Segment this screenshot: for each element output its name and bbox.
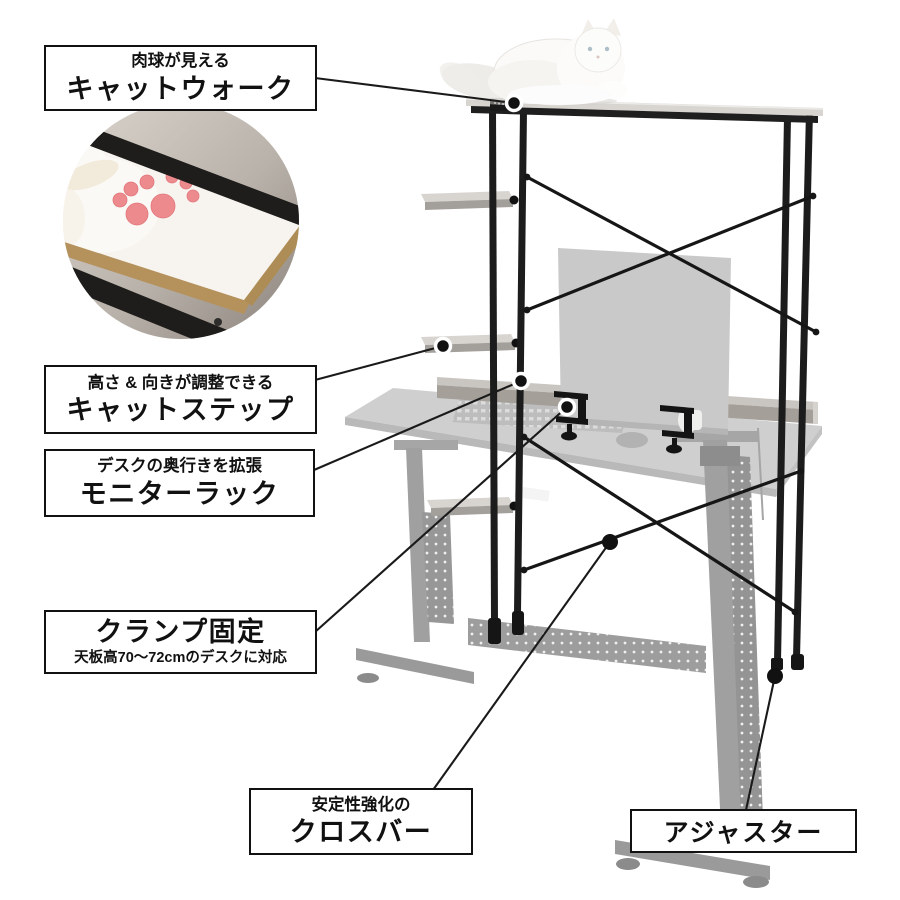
desk-clamp-left bbox=[554, 391, 588, 441]
feature-sublabel: 高さ & 向きが調整できる bbox=[87, 373, 274, 392]
callout-dot-clamp bbox=[557, 397, 577, 417]
feature-title: キャットステップ bbox=[66, 395, 295, 426]
paw-pads bbox=[112, 170, 200, 226]
leader-line-catstep bbox=[314, 344, 444, 382]
feature-title: モニターラック bbox=[79, 478, 280, 509]
feature-sublabel: 肉球が見える bbox=[131, 52, 230, 71]
monitor-silhouette bbox=[558, 248, 731, 435]
cat-step-lower bbox=[427, 497, 519, 516]
feature-sublabel: デスクの奥行きを拡張 bbox=[97, 457, 262, 476]
feature-label-crossbar: 安定性強化の クロスバー bbox=[249, 788, 473, 855]
leader-line-catwalk bbox=[314, 76, 515, 105]
feature-label-adjuster: アジャスター bbox=[630, 809, 857, 853]
feature-label-catwalk: 肉球が見える キャットウォーク bbox=[44, 45, 317, 111]
callout-dot-catstep bbox=[433, 336, 453, 356]
cat bbox=[439, 18, 627, 106]
feature-sublabel: 安定性強化の bbox=[311, 795, 411, 814]
leader-line-adjuster bbox=[744, 675, 777, 811]
desk-clamp-right bbox=[660, 405, 694, 454]
callout-dots bbox=[433, 93, 783, 684]
callout-dot-rack bbox=[511, 371, 531, 391]
leader-line-crossbar bbox=[432, 541, 611, 791]
callout-dot-crossbar bbox=[602, 534, 618, 550]
feature-label-monitor-rack: デスクの奥行きを拡張 モニターラック bbox=[44, 449, 315, 517]
callout-dot-adjuster bbox=[767, 668, 783, 684]
feature-title: アジャスター bbox=[663, 819, 824, 847]
feature-title: キャットウォーク bbox=[66, 73, 295, 104]
feature-label-cat-step: 高さ & 向きが調整できる キャットステップ bbox=[44, 365, 317, 434]
leader-lines bbox=[313, 76, 777, 811]
cat-step-upper bbox=[421, 191, 519, 210]
feature-title: クランプ固定 bbox=[95, 617, 266, 648]
paw-inset-photo bbox=[63, 103, 299, 339]
feature-title: クロスバー bbox=[289, 817, 433, 848]
feature-sublabel: 天板高70〜72cmのデスクに対応 bbox=[74, 649, 287, 666]
leader-line-clamp bbox=[314, 406, 568, 633]
feature-label-clamp: クランプ固定 天板高70〜72cmのデスクに対応 bbox=[44, 610, 317, 674]
lower-crossbar bbox=[520, 433, 805, 616]
callout-dot-catwalk bbox=[504, 93, 524, 113]
upper-crossbar bbox=[523, 173, 820, 336]
leader-line-rack bbox=[313, 380, 522, 471]
